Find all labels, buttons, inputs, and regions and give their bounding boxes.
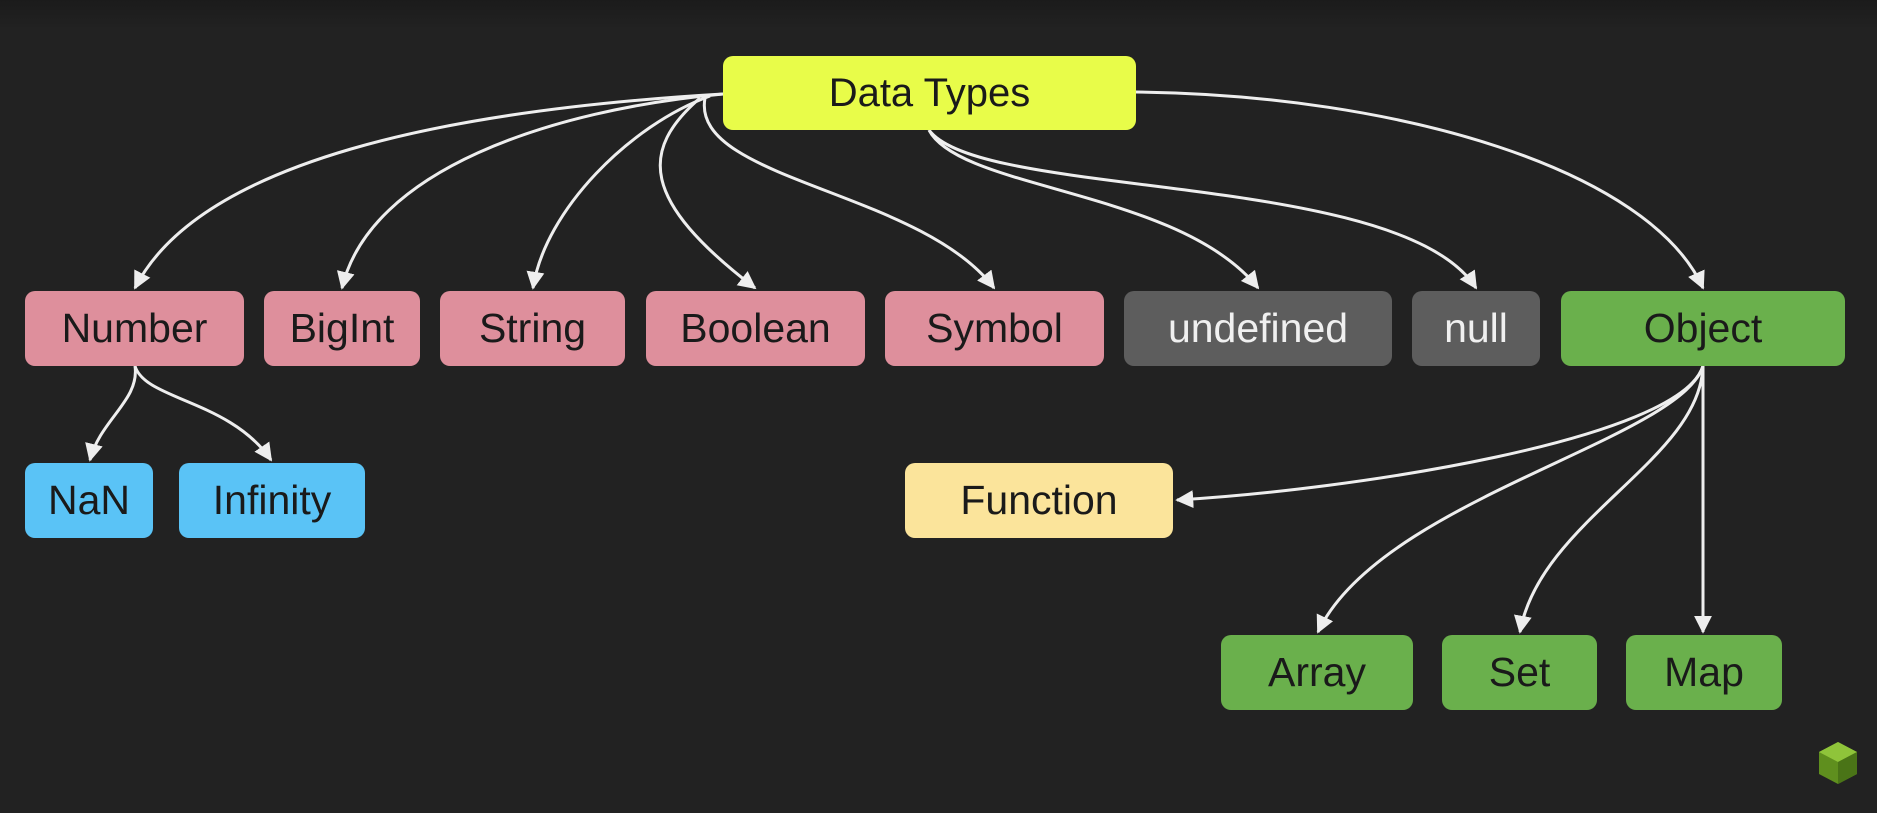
symbol-node: Symbol bbox=[885, 291, 1104, 366]
infinity-node: Infinity bbox=[179, 463, 365, 538]
edge-root-string bbox=[526, 94, 711, 290]
array-label: Array bbox=[1268, 649, 1366, 695]
symbol-label: Symbol bbox=[926, 305, 1063, 351]
bigint-label: BigInt bbox=[289, 305, 395, 351]
number-node: Number bbox=[25, 291, 244, 366]
edge-root-undefined bbox=[927, 129, 1260, 290]
edge-object-array bbox=[1316, 365, 1705, 634]
nan-node: NaN bbox=[25, 463, 153, 538]
edge-root-object bbox=[1135, 90, 1705, 290]
null-node: null bbox=[1412, 291, 1540, 366]
undefined-label: undefined bbox=[1167, 305, 1349, 351]
edge-root-boolean bbox=[658, 96, 757, 290]
nan-label: NaN bbox=[47, 477, 131, 523]
map-label: Map bbox=[1664, 649, 1744, 695]
number-label: Number bbox=[61, 305, 208, 351]
boolean-label: Boolean bbox=[680, 305, 831, 351]
infinity-label: Infinity bbox=[212, 477, 332, 523]
green-cube-logo-icon bbox=[1819, 742, 1857, 784]
string-node: String bbox=[440, 291, 625, 366]
array-node: Array bbox=[1221, 635, 1413, 710]
edge-root-null bbox=[927, 129, 1478, 290]
function-label: Function bbox=[960, 477, 1118, 523]
data-types-root-node: Data Types bbox=[723, 56, 1136, 130]
null-label: null bbox=[1444, 305, 1508, 351]
edge-object-function bbox=[1175, 365, 1705, 509]
edge-number-infinity bbox=[133, 365, 273, 462]
root-label: Data Types bbox=[828, 70, 1031, 115]
string-label: String bbox=[478, 305, 587, 351]
set-label: Set bbox=[1488, 649, 1551, 695]
object-node: Object bbox=[1561, 291, 1845, 366]
undefined-node: undefined bbox=[1124, 291, 1392, 366]
edge-root-symbol bbox=[702, 97, 996, 290]
edge-root-bigint bbox=[337, 92, 724, 290]
object-label: Object bbox=[1643, 305, 1763, 351]
bigint-node: BigInt bbox=[264, 291, 420, 366]
function-node: Function bbox=[905, 463, 1173, 538]
edge-object-set bbox=[1514, 365, 1705, 634]
boolean-node: Boolean bbox=[646, 291, 865, 366]
map-node: Map bbox=[1626, 635, 1782, 710]
edge-number-nan bbox=[85, 365, 137, 462]
set-node: Set bbox=[1442, 635, 1597, 710]
edge-root-number bbox=[133, 92, 724, 290]
